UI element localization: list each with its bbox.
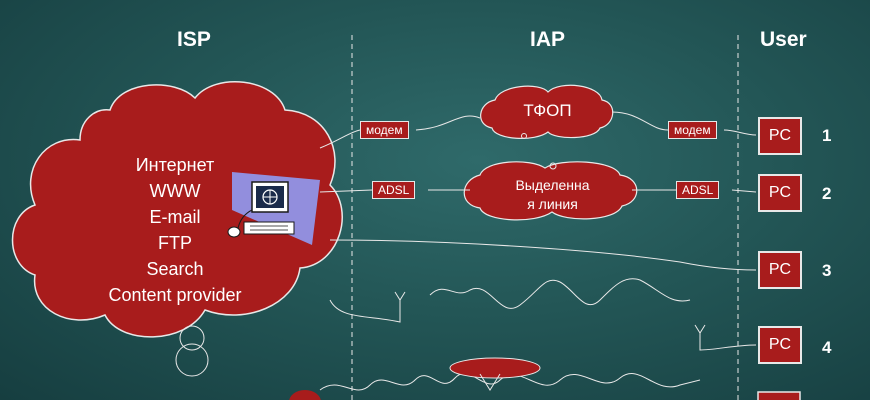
bottom-red-shape	[289, 390, 321, 400]
leased-line-dot	[549, 162, 557, 170]
pc-1-number: 1	[822, 126, 832, 145]
line-2	[319, 189, 373, 193]
pc-1: PC	[758, 117, 802, 155]
isp-line-ftp: FTP	[158, 233, 192, 253]
header-user: User	[760, 28, 807, 51]
isp-line-www: WWW	[149, 181, 201, 201]
header-isp: ISP	[177, 28, 211, 51]
pc-3: PC	[758, 251, 802, 289]
bottom-wave	[319, 373, 701, 391]
pc-3-number: 3	[822, 261, 832, 280]
isp-line-search: Search	[146, 259, 204, 279]
antenna-1	[394, 291, 406, 301]
wireless-wave-2	[429, 278, 691, 309]
satellite-ellipse	[449, 357, 541, 379]
line-1b	[415, 115, 481, 131]
modem-right-label: модем	[668, 121, 717, 139]
pstn-label: ТФОП	[523, 101, 572, 120]
pstn-dot	[521, 133, 527, 139]
header-iap: IAP	[530, 28, 566, 51]
line-1d	[723, 129, 757, 136]
line-1	[319, 129, 361, 149]
antenna-2	[694, 324, 757, 351]
user-outline-icon	[175, 325, 209, 377]
adsl-left-label: ADSL	[372, 181, 416, 199]
line-3	[329, 239, 757, 271]
pc-4-number: 4	[822, 338, 832, 357]
isp-cloud	[11, 80, 343, 338]
adsl-right-label: ADSL	[676, 181, 720, 199]
modem-left-label: модем	[360, 121, 409, 139]
isp-line-internet: Интернет	[135, 155, 215, 175]
isp-line-email: E-mail	[149, 207, 201, 227]
line-2d	[731, 189, 757, 193]
pc-2-number: 2	[822, 184, 832, 203]
line-1c	[611, 111, 669, 131]
bottom-pc-partial	[757, 391, 801, 400]
leased-line-label: Выделенна я линия	[515, 177, 590, 212]
server-computer-icon	[227, 172, 320, 245]
wireless-wave-1	[329, 299, 401, 323]
leased-line-cloud	[463, 161, 638, 221]
isp-services: Интернет WWW E-mail FTP Search Content p…	[80, 152, 270, 308]
pc-2: PC	[758, 174, 802, 212]
pc-4: PC	[758, 326, 802, 364]
satellite-beam	[479, 373, 501, 391]
pstn-cloud	[480, 84, 614, 139]
isp-line-content-provider: Content provider	[108, 285, 242, 305]
